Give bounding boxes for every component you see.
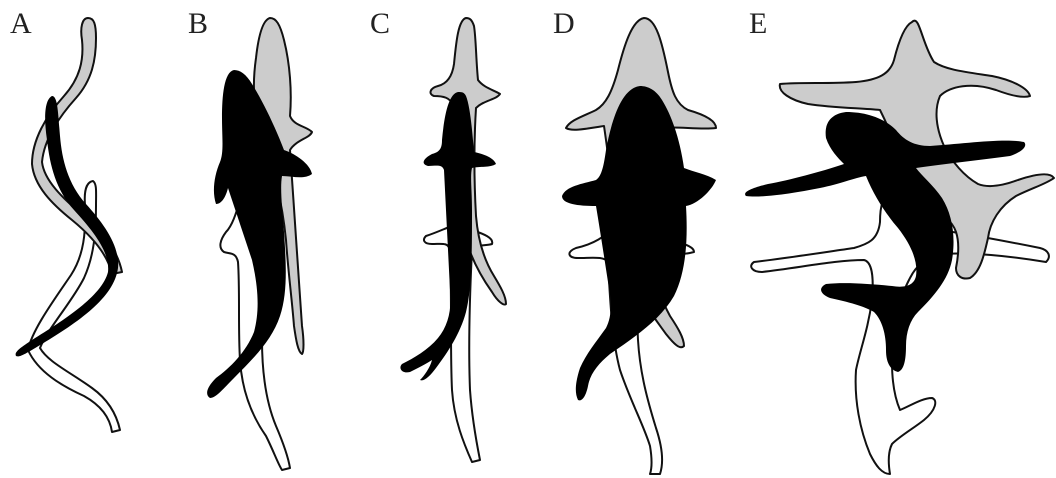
- panel-e: E: [745, 7, 1054, 474]
- panel-label-a: A: [10, 7, 32, 40]
- panel-label-e: E: [749, 7, 767, 40]
- panel-a-black-silhouette: [16, 96, 119, 356]
- panel-label-c: C: [370, 7, 390, 40]
- panel-a: A: [10, 7, 122, 432]
- panel-label-d: D: [553, 7, 575, 40]
- panel-d: D: [553, 7, 716, 474]
- panel-label-b: B: [188, 7, 208, 40]
- panel-c: C: [370, 7, 506, 462]
- panel-b: B: [188, 7, 312, 470]
